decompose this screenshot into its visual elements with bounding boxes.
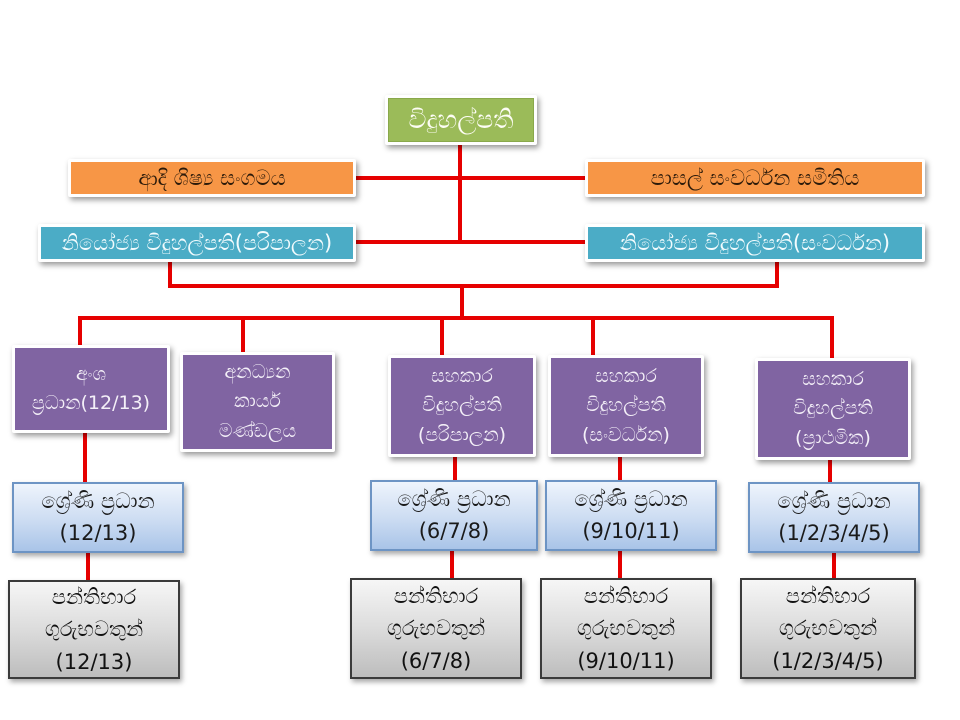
- connector-grade-to-teachers-4: [832, 553, 836, 579]
- connector-admin-to-grade: [453, 456, 457, 481]
- node-label-line: විදුහල්පති: [586, 394, 666, 417]
- node-label-line: සහකාර: [802, 367, 864, 390]
- node-label-line: ප්‍රධාන(12/13): [31, 392, 151, 414]
- connector-lower-bus: [78, 316, 834, 320]
- node-class-teachers-1-2-3-4-5: පන්තිභාර ගුරුභවතුන් (1/2/3/4/5): [740, 578, 916, 679]
- node-label-line: පන්තිභාර: [583, 583, 669, 608]
- node-label-line: විදුහල්පති: [422, 394, 502, 417]
- node-label-line: මණ්ඩලය: [218, 419, 297, 442]
- connector-grade-to-teachers-1: [86, 553, 90, 581]
- connector-grade-to-teachers-3: [618, 551, 622, 579]
- connector-section-to-grade: [83, 432, 87, 482]
- node-label-line: ශ්‍රේණි ප්‍රධාන: [777, 489, 891, 513]
- node-label-line: (ප්‍රාථමික): [795, 426, 871, 449]
- connector-teal-left-down: [168, 262, 172, 288]
- connector-drop-ap-admin: [440, 318, 444, 357]
- node-class-teachers-6-7-8: පන්තිභාර ගුරුභවතුන් (6/7/8): [350, 578, 522, 679]
- connector-center-drop: [460, 286, 464, 318]
- node-label: පාසල් සංවර්ධන සමිතිය: [650, 165, 860, 190]
- node-label-line: (9/10/11): [582, 518, 680, 543]
- node-label-line: පන්තිභාර: [51, 584, 137, 609]
- node-label-line: (6/7/8): [418, 518, 490, 543]
- node-label-line: ගුරුභවතුන්: [386, 616, 486, 641]
- node-assistant-principal-development: සහකාර විදුහල්පති (සංවර්ධන): [548, 355, 704, 457]
- connector-upper-bus: [168, 284, 779, 288]
- node-label-line: පන්තිභාර: [393, 583, 479, 608]
- connector-drop-ap-primary: [830, 318, 834, 360]
- node-label-line: ශ්‍රේණි ප්‍රධාන: [41, 489, 155, 513]
- node-school-development-society: පාසල් සංවර්ධන සමිතිය: [585, 159, 925, 197]
- node-label-line: (12/13): [59, 520, 137, 545]
- connector-teal-right-down: [775, 262, 779, 288]
- node-label-line: ශ්‍රේණි ප්‍රධාන: [574, 487, 688, 511]
- node-label: නියෝජ්‍ය විදුහල්පති(සංවර්ධන): [619, 230, 891, 255]
- node-label-line: (6/7/8): [400, 648, 472, 673]
- connector-teal-row: [356, 240, 585, 244]
- node-label-line: (1/2/3/4/5): [778, 520, 890, 545]
- node-grade-head-6-7-8: ශ්‍රේණි ප්‍රධාන (6/7/8): [370, 480, 538, 551]
- node-label-line: විදුහල්පති: [793, 397, 873, 420]
- node-label: ආදි ශිෂ්‍ය සංගමය: [138, 165, 286, 190]
- node-assistant-principal-admin: සහකාර විදුහල්පති (පරිපාලන): [388, 355, 536, 457]
- node-grade-head-12-13: ශ්‍රේණි ප්‍රධාන (12/13): [12, 482, 184, 553]
- node-assistant-principal-primary: සහකාර විදුහල්පති (ප්‍රාථමික): [755, 358, 911, 460]
- node-label-line: (පරිපාලන): [417, 423, 507, 446]
- node-label-line: ශ්‍රේණි ප්‍රධාන: [397, 487, 511, 511]
- node-old-students-association: ආදි ශිෂ්‍ය සංගමය: [68, 159, 356, 197]
- connector-grade-to-teachers-2: [450, 551, 454, 579]
- node-deputy-principal-admin: නියෝජ්‍ය විදුහල්පති(පරිපාලන): [38, 224, 356, 262]
- node-label-line: අනධ්‍යන: [224, 360, 291, 383]
- node-class-teachers-12-13: පන්තිභාර ගුරුභවතුන් (12/13): [8, 580, 180, 679]
- connector-primary-to-grade: [828, 459, 832, 483]
- node-section-head-12-13: අංශ ප්‍රධාන(12/13): [12, 345, 170, 433]
- connector-drop-staff: [241, 318, 245, 354]
- node-label-line: (9/10/11): [577, 648, 675, 673]
- node-label-line: (12/13): [55, 649, 133, 674]
- node-deputy-principal-development: නියෝජ්‍ය විදුහල්පති(සංවර්ධන): [585, 224, 925, 262]
- node-label: විදුහල්පති: [408, 105, 514, 135]
- node-label-line: අංශ: [75, 362, 107, 385]
- node-label-line: කාර්ය: [234, 390, 281, 413]
- node-label-line: (සංවර්ධන): [582, 423, 670, 446]
- node-label-line: ගුරුභවතුන්: [778, 616, 878, 641]
- node-label-line: පන්තිභාර: [785, 583, 871, 608]
- connector-orange-row: [356, 176, 585, 180]
- node-label: නියෝජ්‍ය විදුහල්පති(පරිපාලන): [61, 230, 333, 255]
- node-class-teachers-9-10-11: පන්තිභාර ගුරුභවතුන් (9/10/11): [540, 578, 712, 679]
- node-label-line: ගුරුභවතුන්: [576, 616, 676, 641]
- node-non-academic-staff: අනධ්‍යන කාර්ය මණ්ඩලය: [180, 352, 335, 452]
- node-label-line: ගුරුභවතුන්: [44, 617, 144, 642]
- connector-drop-section-head: [78, 318, 82, 347]
- node-label-line: සහකාර: [431, 364, 493, 387]
- node-principal: විදුහල්පති: [385, 95, 537, 145]
- connector-dev-to-grade: [618, 456, 622, 481]
- node-grade-head-1-2-3-4-5: ශ්‍රේණි ප්‍රධාන (1/2/3/4/5): [748, 482, 920, 553]
- node-label-line: සහකාර: [595, 364, 657, 387]
- node-grade-head-9-10-11: ශ්‍රේණි ප්‍රධාන (9/10/11): [545, 480, 717, 551]
- connector-principal-down: [458, 145, 462, 244]
- node-label-line: (1/2/3/4/5): [772, 648, 884, 673]
- connector-drop-ap-development: [591, 318, 595, 357]
